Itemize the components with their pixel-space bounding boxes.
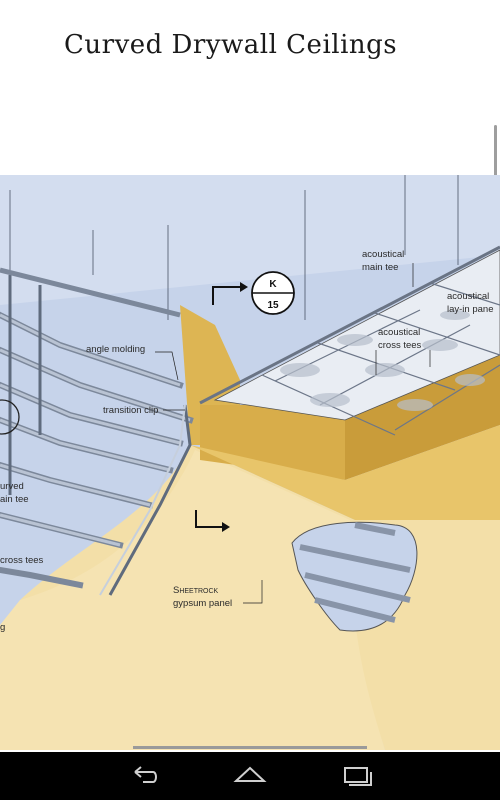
- label-cross-tees-2: cross tees: [378, 340, 422, 351]
- label-acoustical-main-tee-2: main tee: [362, 262, 398, 273]
- home-indicator: [133, 746, 367, 749]
- section-callout: K 15: [251, 271, 295, 315]
- callout-bottom: 15: [267, 300, 279, 311]
- label-edge: g: [0, 622, 5, 633]
- section-arrow-top: [212, 286, 240, 305]
- label-sheetrock: Sheetrock: [173, 585, 219, 596]
- label-cross-tees-left: cross tees: [0, 555, 44, 566]
- label-layin-panel-1: acoustical: [447, 291, 489, 302]
- label-gypsum-panel: gypsum panel: [173, 598, 232, 609]
- back-button[interactable]: [115, 752, 175, 800]
- label-acoustical-main-tee-1: acoustical: [362, 249, 404, 260]
- gypsum-surface: [20, 445, 500, 750]
- cutout-framing: [299, 522, 411, 623]
- home-button[interactable]: [220, 752, 280, 800]
- section-arrow-bottom: [195, 510, 222, 528]
- home-icon: [233, 766, 267, 782]
- label-curved-main-tee-2: ain tee: [0, 494, 29, 505]
- label-transition-clip: transition clip: [103, 405, 158, 416]
- recent-apps-button[interactable]: [328, 752, 388, 800]
- label-angle-molding: angle molding: [86, 344, 145, 355]
- acoustical-main-tee-rail: [199, 245, 500, 405]
- ceiling-illustration: K 15 acoustical main tee acoustical lay-…: [0, 175, 500, 750]
- label-cross-tees-1: acoustical: [378, 327, 420, 338]
- label-layin-panel-2: lay-in pane: [447, 304, 493, 315]
- recent-apps-icon: [344, 767, 372, 786]
- back-arrow-icon: [134, 766, 157, 783]
- label-curved-main-tee-1: urved: [0, 481, 24, 492]
- callout-top: K: [269, 279, 277, 290]
- page-title: Curved Drywall Ceilings: [64, 30, 398, 60]
- leader-lines: [155, 263, 431, 604]
- detail-circle: [0, 399, 20, 435]
- system-nav-bar: [0, 752, 500, 800]
